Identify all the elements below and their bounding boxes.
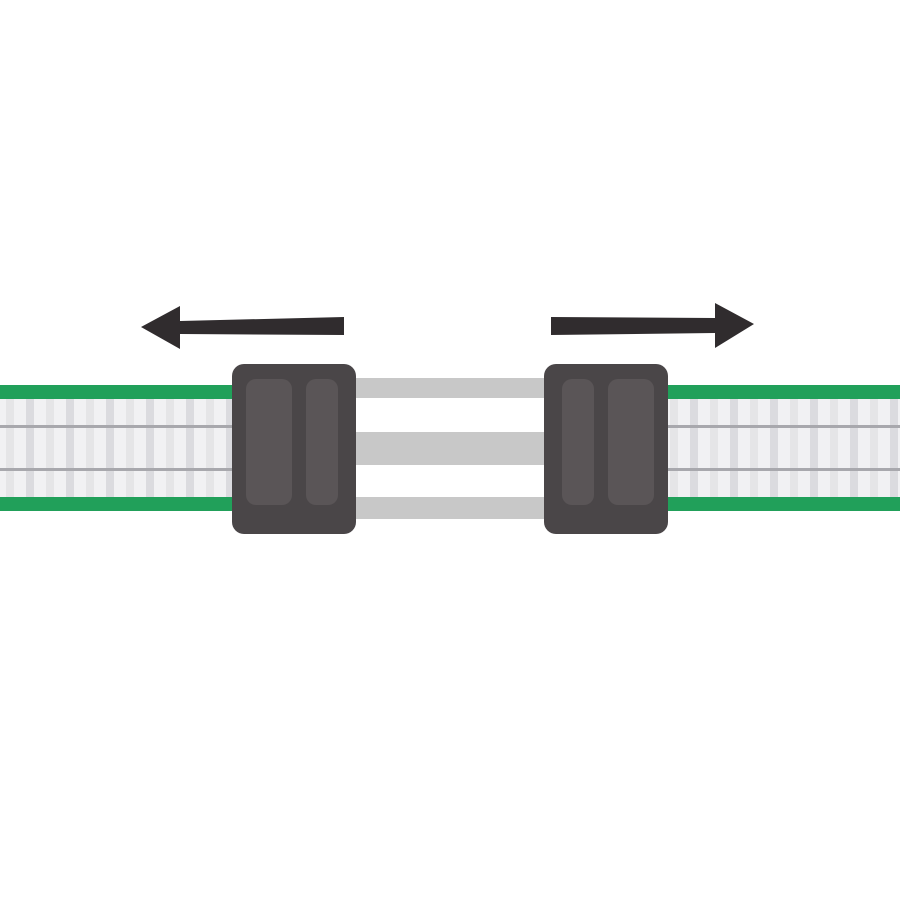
tape-stripe xyxy=(710,399,718,497)
connector-bar-top xyxy=(350,378,550,398)
connector-bars xyxy=(350,378,550,519)
right-tape-body xyxy=(660,399,900,497)
right-tape-edge-bottom xyxy=(660,497,900,511)
tape-stripe xyxy=(66,399,74,497)
tape-stripe xyxy=(126,399,134,497)
left-tape-stripes xyxy=(6,399,234,497)
right-connector-inset-narrow xyxy=(562,379,594,505)
tape-stripe xyxy=(106,399,114,497)
left-tape-thread xyxy=(0,468,240,471)
right-connector-inset-wide xyxy=(608,379,654,505)
left-tape xyxy=(0,385,240,511)
left-tape-edge-top xyxy=(0,385,240,399)
tape-stripe xyxy=(770,399,778,497)
tape-stripe xyxy=(26,399,34,497)
right-tape-edge-top xyxy=(660,385,900,399)
tape-stripe xyxy=(810,399,818,497)
tape-stripe xyxy=(46,399,54,497)
right-tape-thread xyxy=(660,425,900,428)
left-tape-body xyxy=(0,399,240,497)
tape-stripe xyxy=(850,399,858,497)
left-connector xyxy=(232,364,356,534)
tape-stripe xyxy=(226,399,234,497)
tape-stripe xyxy=(670,399,678,497)
arrow-left-icon xyxy=(141,306,344,349)
tape-stripe xyxy=(750,399,758,497)
left-connector-inset-wide xyxy=(246,379,292,505)
connector-bar-middle xyxy=(350,432,550,465)
left-connector-inset-narrow xyxy=(306,379,338,505)
tape-stripe xyxy=(186,399,194,497)
tape-stripe xyxy=(690,399,698,497)
tape-stripe xyxy=(6,399,14,497)
connector-bar-bottom xyxy=(350,497,550,519)
tape-stripe xyxy=(206,399,214,497)
tape-stripe xyxy=(830,399,838,497)
arrow-right-icon xyxy=(551,303,754,348)
tape-stripe xyxy=(166,399,174,497)
tape-stripe xyxy=(146,399,154,497)
tape-stripe xyxy=(86,399,94,497)
right-tape-thread xyxy=(660,468,900,471)
right-tape xyxy=(660,385,900,511)
right-connector xyxy=(544,364,668,534)
left-tape-edge-bottom xyxy=(0,497,240,511)
right-tape-stripes xyxy=(670,399,898,497)
tape-stripe xyxy=(790,399,798,497)
tape-stripe xyxy=(870,399,878,497)
tape-stripe xyxy=(730,399,738,497)
tape-stripe xyxy=(890,399,898,497)
left-tape-thread xyxy=(0,425,240,428)
